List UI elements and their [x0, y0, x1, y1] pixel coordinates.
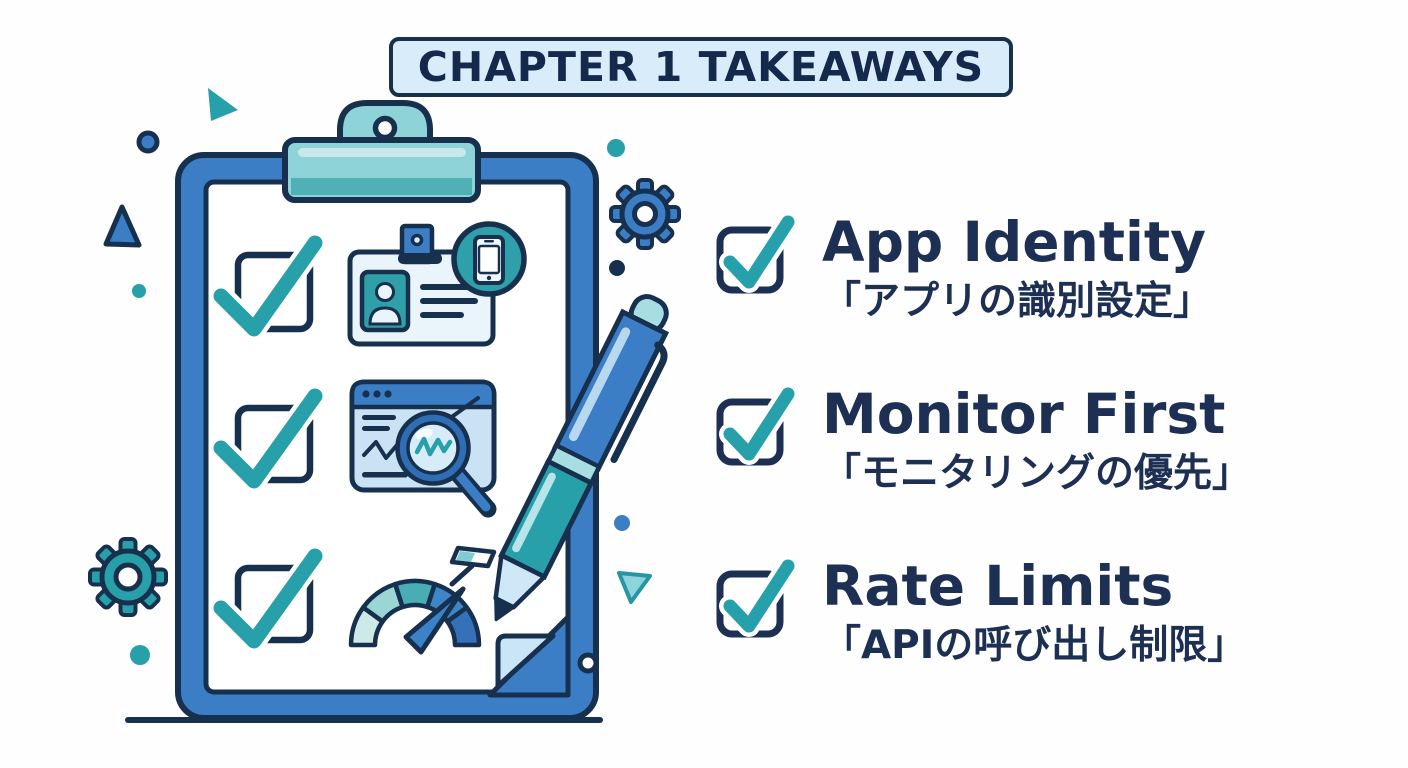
banner-title: CHAPTER 1 TAKEAWAYS	[417, 43, 985, 91]
checkbox-icon	[209, 544, 327, 653]
dot-shape	[136, 130, 160, 154]
dot-shape	[132, 284, 146, 298]
takeaway-subtitle: 「アプリの識別設定」	[822, 278, 1213, 324]
id-badge-icon	[347, 221, 527, 347]
checkbox-icon	[209, 231, 327, 341]
takeaway-texts: Rate Limits 「APIの呼び出し制限」	[822, 554, 1247, 668]
gear-icon	[609, 178, 681, 250]
checkbox-icon	[716, 211, 796, 294]
decorations	[88, 88, 681, 674]
takeaway-item-rate-limits: Rate Limits 「APIの呼び出し制限」	[712, 554, 1251, 730]
takeaway-texts: App Identity 「アプリの識別設定」	[822, 210, 1213, 324]
takeaway-texts: Monitor First 「モニタリングの優先」	[822, 382, 1252, 496]
checkbox-icon	[716, 555, 796, 638]
checkbox-icon	[209, 384, 327, 493]
takeaway-item-monitor-first: Monitor First 「モニタリングの優先」	[712, 382, 1252, 558]
takeaway-subtitle: 「モニタリングの優先」	[822, 450, 1252, 496]
dot-shape	[614, 515, 630, 531]
takeaway-item-app-identity: App Identity 「アプリの識別設定」	[712, 210, 1251, 386]
dot-shape	[607, 139, 625, 157]
triangle-shape	[103, 204, 142, 248]
triangle-shape	[617, 571, 652, 604]
magnifier-icon	[395, 410, 497, 518]
speedometer-icon	[348, 545, 497, 655]
pen-icon	[493, 294, 670, 622]
dot-shape	[577, 652, 599, 674]
analytics-window-icon	[349, 379, 497, 518]
takeaway-title: App Identity	[822, 210, 1207, 274]
title-banner: CHAPTER 1 TAKEAWAYS	[389, 37, 1013, 97]
dot-shape	[130, 645, 150, 665]
folded-corner	[487, 614, 571, 698]
takeaway-subtitle: 「APIの呼び出し制限」	[822, 622, 1247, 668]
takeaway-title: Rate Limits	[822, 554, 1174, 618]
clipboard-icon	[175, 100, 599, 721]
takeaway-list: App Identity 「アプリの識別設定」 Monitor First 「モ…	[712, 210, 1252, 730]
dot-shape	[609, 260, 625, 276]
flag-icon	[449, 545, 497, 587]
gear-icon	[88, 537, 168, 617]
triangle-shape	[208, 88, 238, 121]
takeaway-title: Monitor First	[822, 382, 1226, 446]
checkbox-icon	[716, 383, 796, 466]
clip-icon	[282, 100, 481, 203]
smartphone-icon	[451, 221, 527, 297]
